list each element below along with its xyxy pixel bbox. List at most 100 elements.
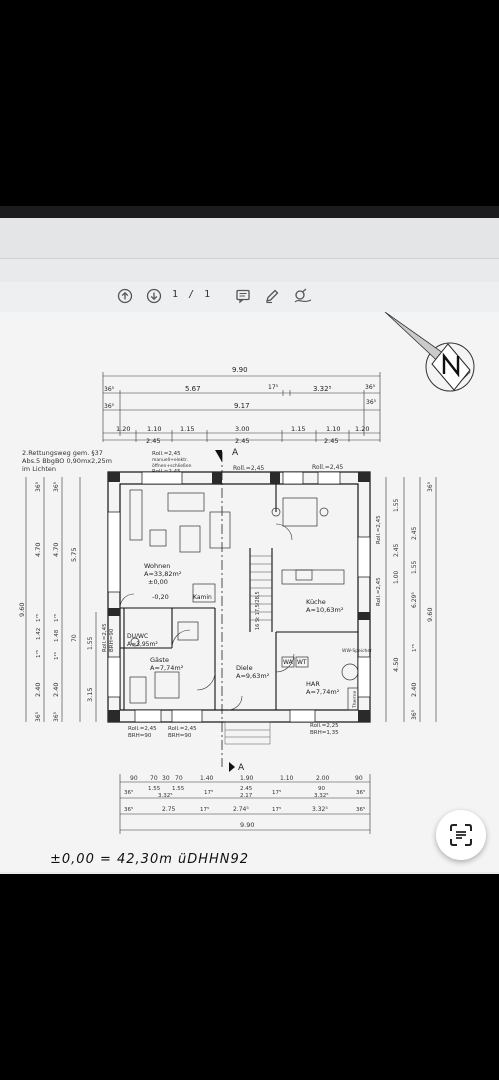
room-ww-speicher: WW-Speicher <box>342 648 372 654</box>
room-kamin: Kamin <box>193 594 212 601</box>
arrow-up-circle-icon[interactable] <box>117 288 133 304</box>
room-wohnen-level: ±0,00 <box>148 578 168 586</box>
right-dimension-lines <box>385 477 437 722</box>
room-duwc-name: DU/WC <box>127 633 148 640</box>
dim-top-r4-f: 1.10 <box>326 425 340 433</box>
dim-top-r4-a: 1.20 <box>116 425 130 433</box>
room-therme: Therme <box>352 690 358 709</box>
screen-bezel <box>0 206 499 218</box>
bot-r2-a: 36⁵ <box>124 789 133 796</box>
bot-r2b-b: 2.17 <box>240 793 253 799</box>
bot-r2-b: 1.55 <box>148 786 161 792</box>
arrow-down-circle-icon[interactable] <box>146 288 162 304</box>
left-dimension-lines <box>25 477 97 722</box>
section-marker-top: A <box>232 448 239 458</box>
bottom-roll-2: Roll.=2,45 <box>168 726 197 732</box>
dim-top-r5-b: 2.45 <box>235 437 249 445</box>
right-roll-note-2: Roll.=2,45 <box>376 577 382 606</box>
left-dim-b: 4.70 <box>34 543 42 557</box>
stair-label: 16 St 17,5/28,5 <box>255 591 261 630</box>
right-dim-l: 36⁵ <box>411 709 418 720</box>
right-dim-h: 9.60 <box>426 608 434 622</box>
dim-top-r5-c: 2.45 <box>324 437 338 445</box>
pen-icon[interactable] <box>264 288 280 304</box>
bot-r1-b: 70 <box>150 775 158 782</box>
bot-r1-a: 90 <box>130 775 138 782</box>
bottom-brh-1: BRH=90 <box>128 733 152 739</box>
room-duwc-area: A=3,95m² <box>127 641 158 648</box>
roll-note-1c: öffnen+schließen <box>152 463 192 469</box>
dim-top-r2-a: 36⁵ <box>104 386 115 393</box>
bot-r2-c: 1.55 <box>172 786 185 792</box>
dim-top-r4-d: 3.00 <box>235 425 249 433</box>
left-dim-s: 3.15 <box>86 688 94 702</box>
left-dim-q: 70 <box>71 634 78 642</box>
interior-walls <box>120 484 358 710</box>
page-total: 1 <box>204 289 211 300</box>
left-dim-k: 1⁷⁵ <box>53 614 60 622</box>
dim-top-overall: 9.90 <box>232 366 248 374</box>
bot-r1-d: 70 <box>175 775 183 782</box>
section-line-a <box>215 450 235 772</box>
windows <box>107 471 371 723</box>
section-marker-bottom: A <box>238 763 245 773</box>
bot-r2-h: 36⁵ <box>356 789 365 796</box>
bot-r2-f: 17⁵ <box>272 789 281 796</box>
comment-icon[interactable] <box>235 288 251 304</box>
bottom-brh-2: BRH=90 <box>168 733 192 739</box>
north-arrow-icon <box>384 312 475 392</box>
floor-plan-drawing: 9.90 36⁵ 5.67 17⁵ 3.32⁵ 36⁵ 36⁵ 9.17 36⁵… <box>0 312 499 872</box>
left-dim-h: 36⁵ <box>35 711 42 722</box>
dim-top-r4-c: 1.15 <box>180 425 194 433</box>
left-dim-r: 1.55 <box>87 636 94 650</box>
floor-plan-page: 9.90 36⁵ 5.67 17⁵ 3.32⁵ 36⁵ 36⁵ 9.17 36⁵… <box>0 312 499 872</box>
dim-top-r3-end: 36⁵ <box>366 399 377 406</box>
bot-r3-g: 36⁵ <box>356 806 365 813</box>
left-dim-o: 36⁵ <box>53 711 60 722</box>
elevation-reference: ±0,00 = 42,30m üDHHN92 <box>50 852 250 867</box>
escape-route-note-1: 2.Rettungsweg gem. §37 <box>22 449 103 457</box>
roll-note-1b: manuell+elektr. <box>152 457 188 463</box>
right-dim-k: 2.40 <box>410 683 418 697</box>
bot-r2b-a: 3.32⁵ <box>158 792 172 799</box>
left-dim-c: 9.60 <box>18 603 26 617</box>
dim-top-r4-e: 1.15 <box>291 425 305 433</box>
text-scan-button[interactable] <box>436 810 486 860</box>
top-dimension-lines <box>102 372 381 442</box>
doors <box>119 523 295 711</box>
dim-top-r2-c: 17⁵ <box>268 384 279 391</box>
bot-overall: 9.90 <box>240 821 254 829</box>
page-current[interactable]: 1 <box>172 289 179 300</box>
right-dim-i: 4.50 <box>392 658 400 672</box>
dim-top-r4-g: 1.20 <box>355 425 369 433</box>
right-roll-note-1: Roll.=2,45 <box>376 515 382 544</box>
dim-top-r2-e: 36⁵ <box>365 384 376 391</box>
left-dim-m: 1¹⁵ <box>53 652 60 660</box>
staircase <box>250 555 272 621</box>
room-kueche-name: Küche <box>306 598 326 606</box>
page-indicator[interactable]: 1 / 1 <box>172 289 210 300</box>
left-brh-note: BRH=90 <box>109 628 115 652</box>
room-gaeste-name: Gäste <box>150 656 169 664</box>
right-dim-f: 1.55 <box>411 560 418 574</box>
left-dim-l: 1.48 <box>54 629 60 642</box>
roll-note-top-mid: Roll.=2,45 <box>233 465 264 472</box>
room-wohnen-step: -0,20 <box>152 593 169 601</box>
left-dim-i: 36⁵ <box>53 481 60 492</box>
room-wohnen-name: Wohnen <box>144 562 170 570</box>
signature-icon[interactable] <box>293 288 313 304</box>
dim-top-r2-d: 3.32⁵ <box>313 385 332 393</box>
dim-top-r3-overall: 9.17 <box>234 402 250 410</box>
bot-r1-h: 2.00 <box>316 775 330 782</box>
left-dim-e: 1.42 <box>36 628 42 640</box>
wall-fill <box>108 472 370 722</box>
bot-r3-f: 3.32⁵ <box>312 806 328 813</box>
escape-route-note-3: im Lichten <box>22 465 56 473</box>
room-wt: WT <box>297 659 307 666</box>
entry-steps <box>224 721 271 745</box>
room-wohnen-area: A=33,82m² <box>144 570 182 578</box>
bottom-dimension-lines <box>119 774 371 834</box>
bot-r1-c: 30 <box>162 775 170 782</box>
room-gaeste-area: A=7,74m² <box>150 664 184 672</box>
bot-r1-g: 1.10 <box>280 775 294 782</box>
